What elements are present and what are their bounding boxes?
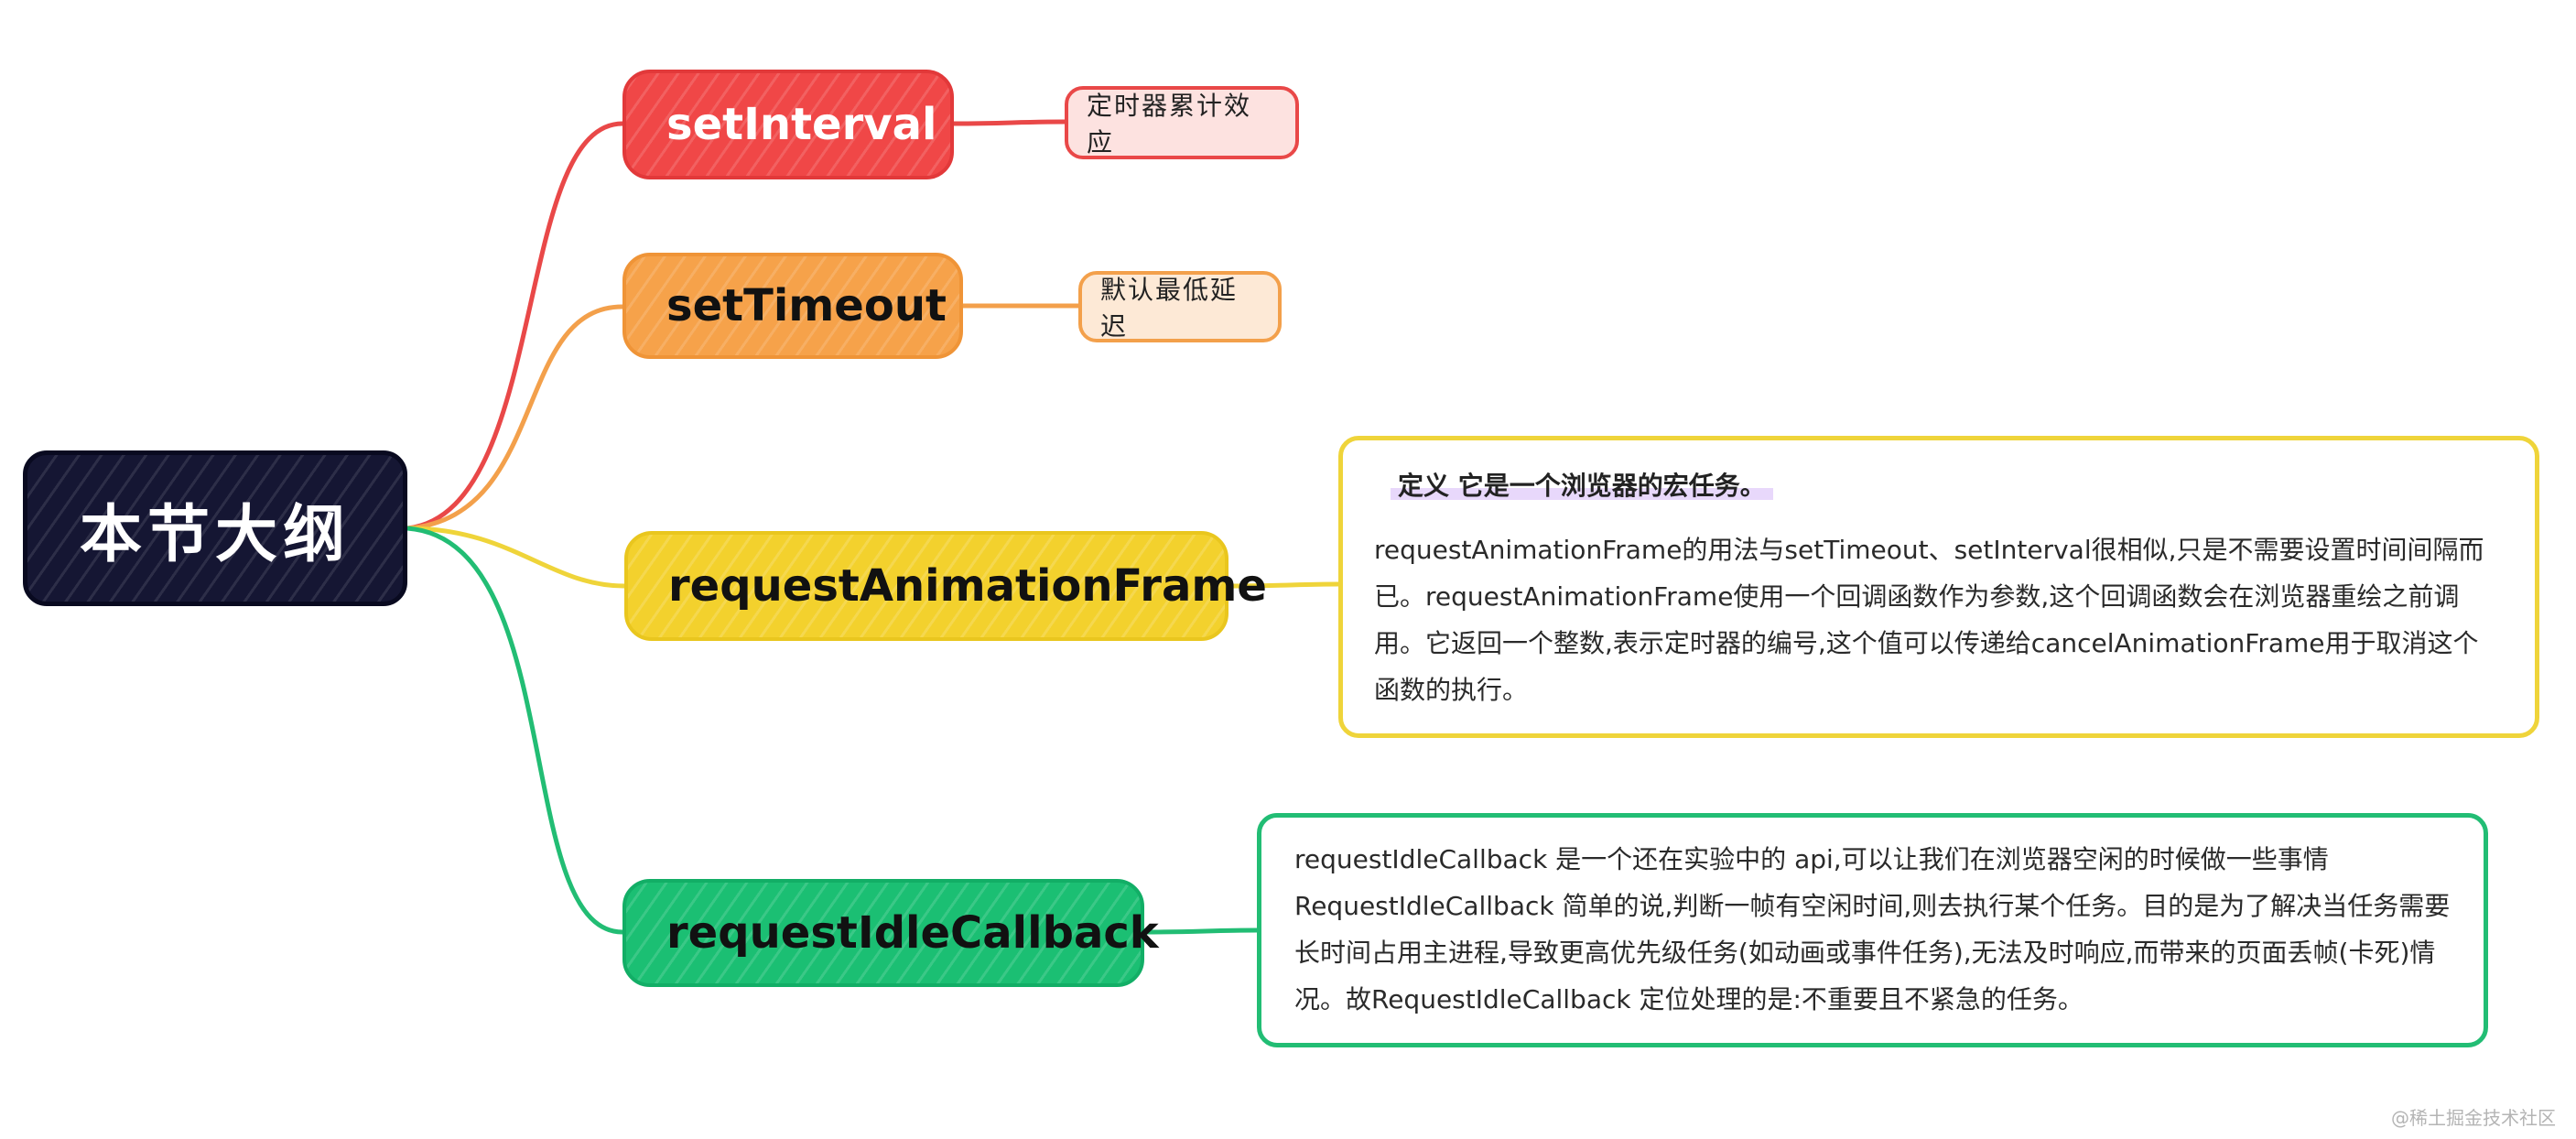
branch-requestanimationframe: requestAnimationFrame <box>624 531 1267 641</box>
card-text-requestidlecallback: requestIdleCallback 是一个还在实验中的 api,可以让我们在… <box>1294 844 2451 1014</box>
root-label: 本节大纲 <box>79 498 351 571</box>
link-ric-card <box>1143 927 1258 935</box>
link-root-setinterval <box>406 121 623 531</box>
card-title-requestanimationframe: 定义 它是一个浏览器的宏任务。 <box>1391 466 1773 503</box>
link-raf-card <box>1228 581 1339 589</box>
branch-label-settimeout: setTimeout <box>666 280 947 331</box>
branch-requestidlecallback: requestIdleCallback <box>622 879 1159 987</box>
note-label-settimeout: 默认最低延迟 <box>1100 275 1239 342</box>
branch-settimeout: setTimeout <box>622 253 963 359</box>
branch-label-requestanimationframe: requestAnimationFrame <box>668 560 1267 612</box>
branch-label-setinterval: setInterval <box>666 99 937 150</box>
root-node: 本节大纲 <box>23 450 407 606</box>
branch-setinterval: setInterval <box>622 70 954 179</box>
card-requestidlecallback: requestIdleCallback 是一个还在实验中的 api,可以让我们在… <box>1257 813 2488 1047</box>
link-root-settimeout <box>406 304 623 531</box>
link-setinterval-note <box>953 119 1066 126</box>
branch-label-requestidlecallback: requestIdleCallback <box>666 907 1159 959</box>
link-root-requestidlecallback <box>406 526 623 935</box>
note-settimeout: 默认最低延迟 <box>1078 271 1282 342</box>
note-setinterval: 定时器累计效应 <box>1065 86 1299 159</box>
watermark: @稀土掘金技术社区 <box>2391 1107 2556 1129</box>
note-label-setinterval: 定时器累计效应 <box>1087 91 1252 157</box>
link-root-requestanimationframe <box>406 526 625 589</box>
card-requestanimationframe: 定义 它是一个浏览器的宏任务。 requestAnimationFrame的用法… <box>1338 436 2539 738</box>
card-text-requestanimationframe: requestAnimationFrame的用法与setTimeout、setI… <box>1374 535 2484 705</box>
